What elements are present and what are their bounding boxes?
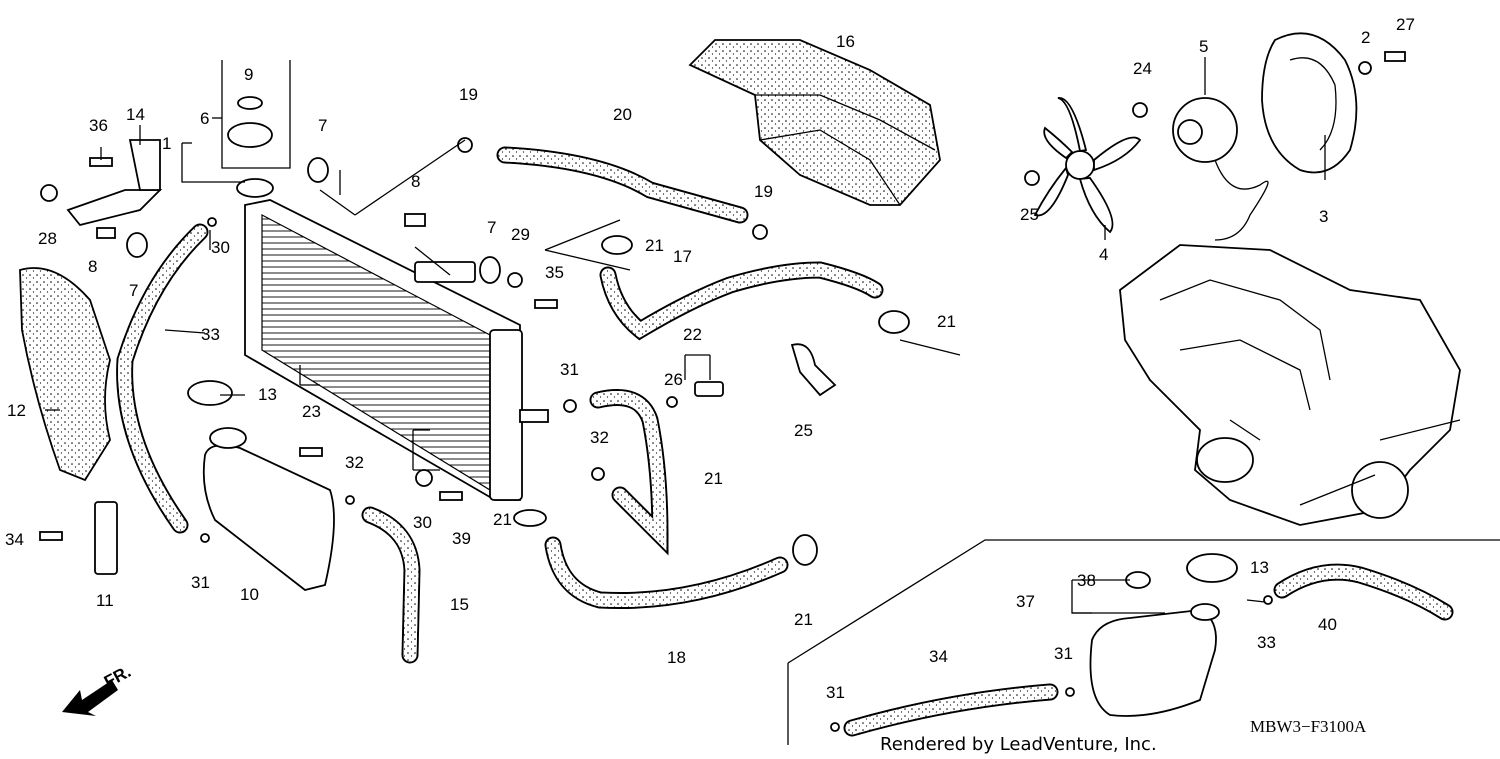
callout-31: 30 (211, 238, 230, 257)
leader-lines (45, 57, 1376, 614)
engine-drawing (1119, 244, 1461, 526)
callout-38: 37 (1016, 592, 1035, 611)
callouts: 1 2 3 4 5 6 7 7 7 8 8 9 10 11 12 13 13 1… (5, 15, 1415, 702)
callout-37: 36 (89, 116, 108, 135)
callout-30: 30 (413, 513, 432, 532)
callout-39: 38 (1077, 571, 1096, 590)
callout-8: 8 (411, 172, 420, 191)
callout-40: 39 (452, 529, 471, 548)
callout-31: 31 (191, 573, 210, 592)
callout-13: 13 (1250, 558, 1269, 577)
fan-drawing (1033, 32, 1358, 241)
diagram-code: MBW3−F3100A (1250, 717, 1367, 736)
callout-27: 26 (664, 370, 683, 389)
callout-21: 21 (645, 236, 664, 255)
callout-32: 31 (560, 360, 579, 379)
callout-23: 22 (683, 325, 702, 344)
callout-36: 35 (545, 263, 564, 282)
callout-6: 6 (200, 109, 209, 128)
rendered-by-credit: Rendered by LeadVenture, Inc. (880, 734, 1157, 755)
callout-19: 19 (459, 85, 478, 104)
callout-21: 21 (493, 510, 512, 529)
callout-31: 31 (826, 683, 845, 702)
reservoir-drawing (202, 427, 335, 591)
callout-14: 14 (126, 105, 145, 124)
callout-20: 20 (613, 105, 632, 124)
callout-11: 11 (96, 591, 114, 610)
callout-7: 7 (318, 116, 327, 135)
callout-1: 1 (162, 134, 171, 153)
callout-21: 21 (937, 312, 956, 331)
callout-12: 12 (7, 401, 26, 420)
front-arrow (62, 680, 118, 716)
callout-25: 25 (1020, 205, 1039, 224)
callout-18: 18 (667, 648, 686, 667)
callout-31: 31 (1054, 644, 1073, 663)
callout-13: 13 (258, 385, 277, 404)
callout-10: 10 (240, 585, 259, 604)
callout-26: 25 (794, 421, 813, 440)
callout-35: 34 (5, 530, 24, 549)
callout-16: 16 (836, 32, 855, 51)
callout-24: 23 (302, 402, 321, 421)
side-panel-drawing (19, 267, 111, 482)
hoses-drawing (116, 146, 1454, 737)
shroud-drawing (688, 39, 941, 206)
callout-22: 21 (704, 469, 723, 488)
callout-33: 32 (345, 453, 364, 472)
callout-41: 40 (1318, 615, 1337, 634)
callout-3: 3 (1319, 207, 1328, 226)
callout-19: 19 (754, 182, 773, 201)
callout-30: 29 (511, 225, 530, 244)
callout-34: 33 (201, 325, 220, 344)
callout-34: 34 (929, 647, 948, 666)
callout-32: 32 (590, 428, 609, 447)
callout-9: 9 (244, 65, 253, 84)
callout-29: 28 (38, 229, 57, 248)
inset-drawing (787, 539, 1500, 745)
callout-33: 33 (1257, 633, 1276, 652)
radiator-drawing (236, 178, 549, 501)
callout-2: 2 (1361, 28, 1370, 47)
callout-7: 7 (129, 281, 138, 300)
callout-8: 8 (88, 257, 97, 276)
callout-4: 4 (1099, 245, 1108, 264)
callout-5: 5 (1199, 37, 1208, 56)
callout-25: 24 (1133, 59, 1152, 78)
callout-21: 21 (794, 610, 813, 629)
callout-7: 7 (487, 218, 496, 237)
callout-28: 27 (1396, 15, 1415, 34)
callout-17: 17 (673, 247, 692, 266)
callout-15: 15 (450, 595, 469, 614)
small-parts-drawing (39, 51, 1406, 575)
